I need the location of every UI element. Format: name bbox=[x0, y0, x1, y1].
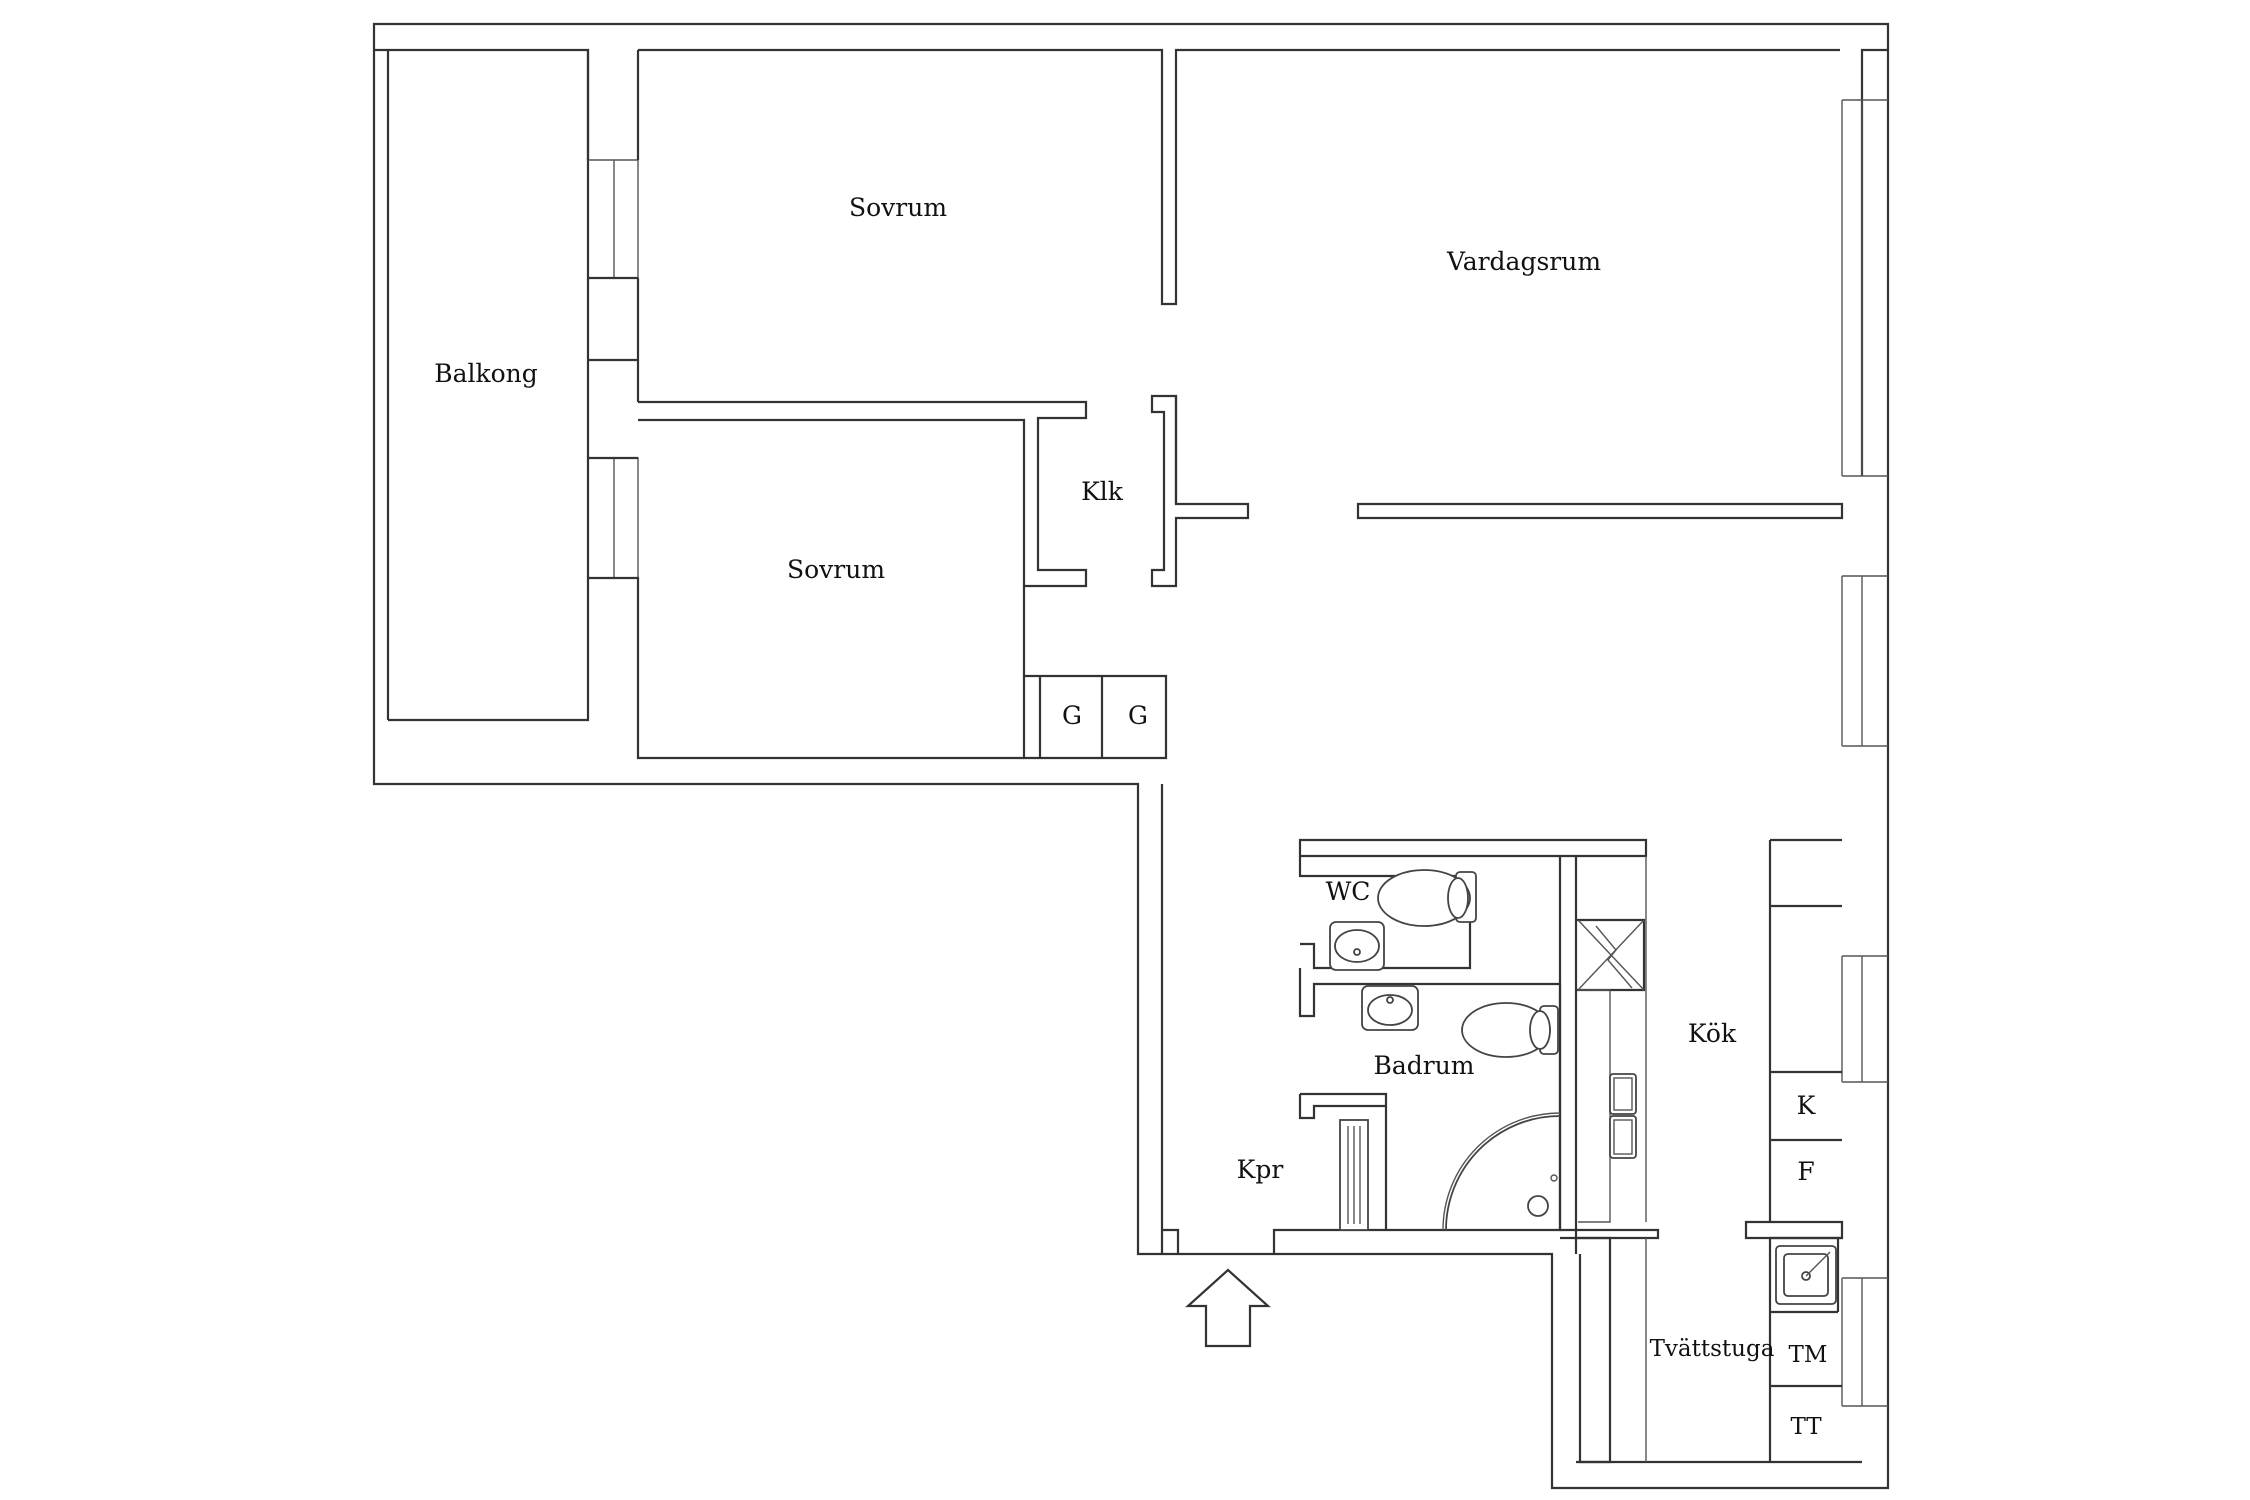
label-klk: Klk bbox=[1081, 477, 1124, 506]
kitchen-sink-icon bbox=[1609, 1073, 1637, 1159]
label-sovrum-top: Sovrum bbox=[849, 193, 947, 222]
radiator-icon bbox=[1339, 1119, 1369, 1231]
label-g2: G bbox=[1128, 701, 1148, 730]
label-f: F bbox=[1797, 1157, 1814, 1186]
label-tvattstuga: Tvättstuga bbox=[1650, 1336, 1775, 1362]
label-sovrum-bottom: Sovrum bbox=[787, 555, 885, 584]
label-kok: Kök bbox=[1688, 1019, 1737, 1048]
label-vardagsrum: Vardagsrum bbox=[1446, 247, 1601, 276]
label-tt: TT bbox=[1790, 1414, 1822, 1440]
room-labels: Balkong Sovrum Vardagsrum Klk Sovrum G G… bbox=[434, 193, 1827, 1440]
outer-walls bbox=[372, 22, 1890, 1490]
shower-icon bbox=[1442, 1112, 1561, 1231]
interior-walls bbox=[586, 48, 1844, 1464]
laundry-sink-icon bbox=[1775, 1245, 1837, 1305]
stove-icon bbox=[1577, 919, 1645, 991]
sink-icon bbox=[1361, 985, 1419, 1031]
windows bbox=[588, 99, 1888, 1407]
fixtures bbox=[1329, 869, 1837, 1305]
label-balkong: Balkong bbox=[434, 359, 538, 388]
label-wc: WC bbox=[1326, 877, 1371, 906]
label-tm: TM bbox=[1789, 1342, 1828, 1368]
entrance-arrow-icon bbox=[1185, 1268, 1271, 1348]
label-g1: G bbox=[1062, 701, 1082, 730]
label-badrum: Badrum bbox=[1373, 1051, 1474, 1080]
sink-icon bbox=[1329, 921, 1385, 971]
toilet-icon bbox=[1461, 1002, 1559, 1058]
toilet-icon bbox=[1377, 869, 1477, 927]
label-kpr: Kpr bbox=[1237, 1155, 1284, 1184]
label-k: K bbox=[1797, 1091, 1817, 1120]
